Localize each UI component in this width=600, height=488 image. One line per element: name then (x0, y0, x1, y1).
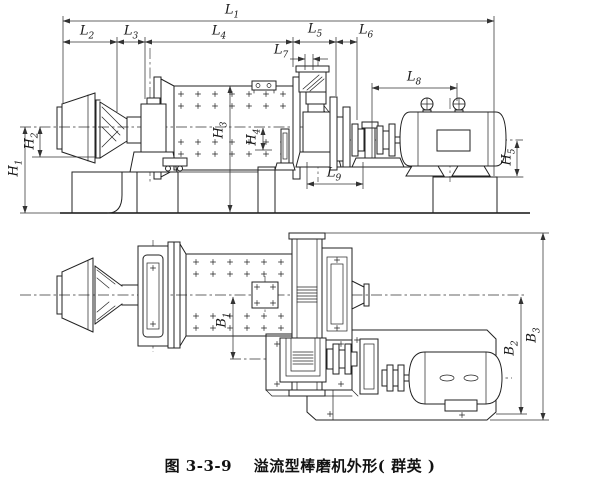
motor-elevation (399, 97, 507, 177)
dim-label-b1: B1 (214, 312, 233, 328)
dim-label-l3: L3 (123, 23, 139, 42)
drive-train (329, 96, 405, 171)
elevation-dimension-lines (22, 18, 520, 214)
motor-foot (451, 165, 491, 177)
elevation-foundation (60, 166, 530, 214)
shell-bracket (274, 128, 296, 171)
dim-label-l7: L7 (273, 42, 289, 61)
pinion-bearing-plan (279, 337, 327, 383)
dim-label-l2: L2 (79, 23, 95, 42)
dim-label-l4: L4 (211, 23, 227, 42)
motor-coupling-plan (381, 364, 411, 392)
dim-label-b2: B2 (502, 340, 521, 356)
feed-hopper (56, 92, 96, 164)
plan-dimension-lines (230, 232, 546, 421)
shell-top-fitting (251, 80, 277, 94)
dim-label-h3: H3 (211, 121, 230, 139)
plan-view (20, 232, 549, 421)
dim-label-h5: H5 (499, 148, 518, 166)
dim-label-h2: H2 (22, 132, 41, 150)
shell-bolt-marks (178, 91, 286, 157)
motor-terminal-box-plan (444, 399, 478, 412)
motor-foot (405, 165, 445, 177)
dim-label-l6: L6 (358, 22, 374, 41)
motor-plan (408, 351, 503, 412)
elevation-view (20, 16, 530, 214)
dim-label-h4: H4 (244, 128, 263, 146)
figure-number: 图 3-3-9 (164, 457, 233, 475)
mill-shell-plan (185, 253, 301, 337)
dim-label-l9: L9 (326, 165, 342, 184)
spout-feeder (95, 99, 142, 159)
pinion-coupling-plan (326, 338, 379, 395)
manhole (251, 281, 279, 309)
dim-label-h1: H1 (6, 159, 25, 177)
figure-caption: 图 3-3-9 溢流型棒磨机外形( 群英 ) (0, 455, 600, 476)
feed-bearing-plan (137, 241, 187, 349)
dim-label-l5: L5 (307, 21, 323, 40)
dim-label-l1: L1 (224, 2, 240, 21)
mill-shell (162, 76, 301, 180)
dim-label-b3: B3 (524, 327, 543, 343)
motor-terminal-box (436, 129, 471, 152)
feed-hopper-plan (56, 257, 139, 333)
figure-title: 溢流型棒磨机外形( 群英 ) (253, 457, 436, 475)
dim-label-l8: L8 (406, 69, 422, 88)
feed-trunnion-bearing (129, 76, 178, 180)
discharge-cover-plan (321, 247, 370, 341)
shell-bolt-marks-plan (193, 259, 284, 331)
under-shell-trolley (162, 157, 188, 172)
